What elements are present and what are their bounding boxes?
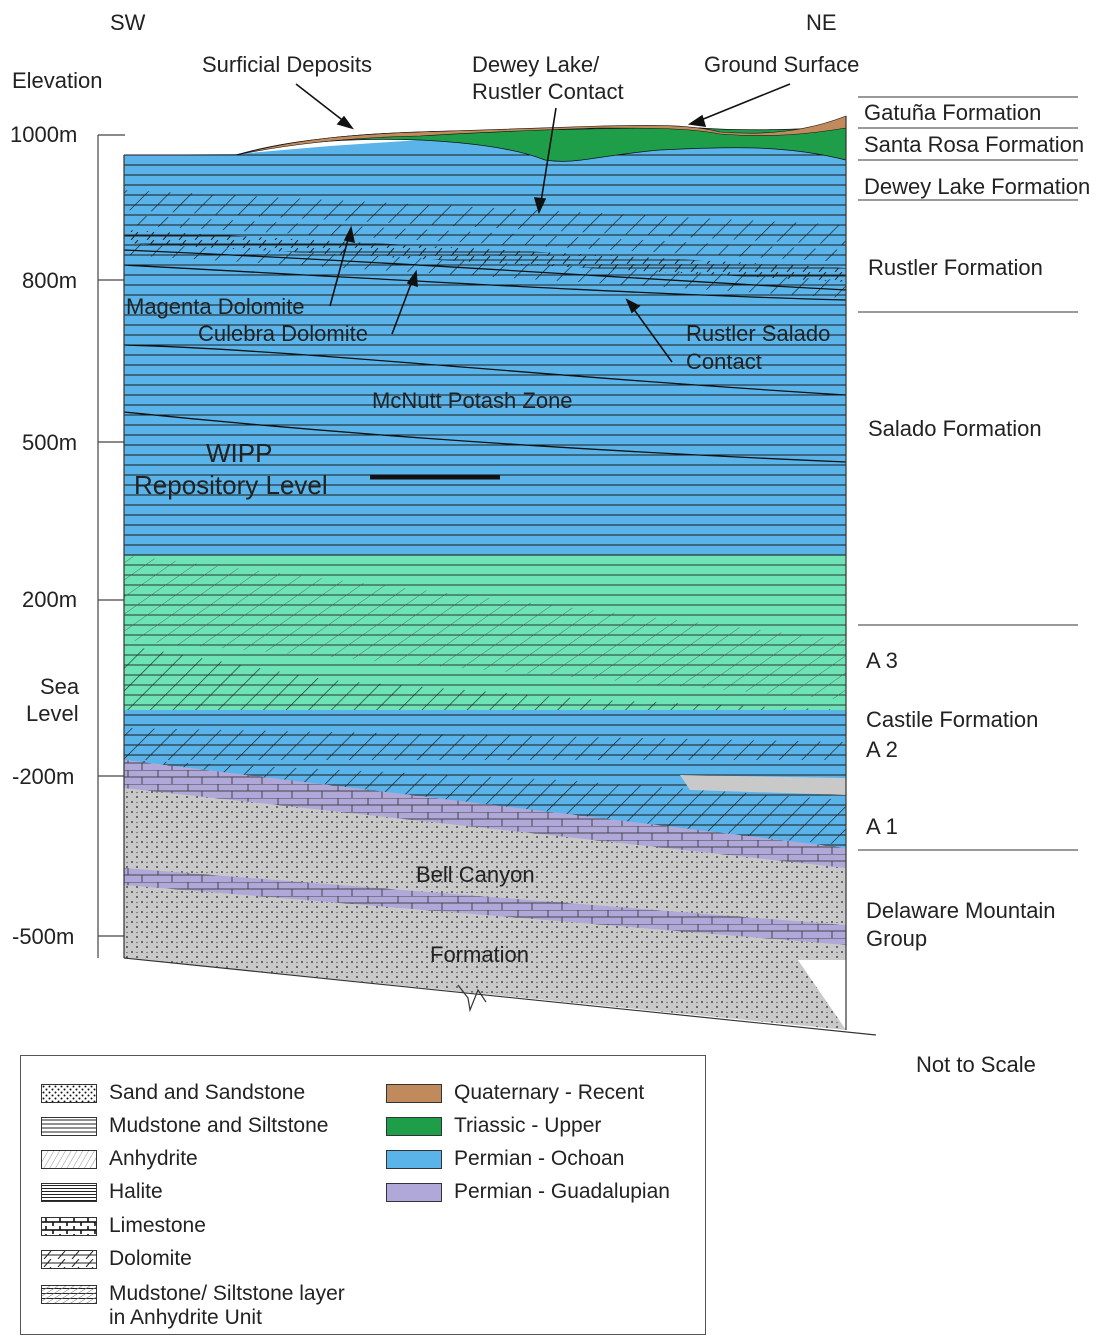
salado-formation-label: Salado Formation	[868, 416, 1042, 441]
dewey-lake-formation-label: Dewey Lake Formation	[864, 174, 1090, 199]
legend-label: Sand and Sandstone	[109, 1081, 306, 1104]
a2-label: A 2	[866, 737, 898, 762]
legend-label: Quaternary - Recent	[454, 1081, 645, 1104]
surficial-deposits-label: Surficial Deposits	[202, 52, 372, 77]
legend-label: Permian - Guadalupian	[454, 1180, 670, 1203]
legend-mudstone-in-anhydrite: Mudstone/ Siltstone layer in Anhydrite U…	[41, 1282, 345, 1332]
tick-200m: 200m	[22, 587, 77, 612]
rustler-salado-label-2: Contact	[686, 349, 762, 374]
legend-sand: Sand and Sandstone	[41, 1080, 305, 1106]
castile-block	[124, 554, 846, 712]
legend-mudstone: Mudstone and Siltstone	[41, 1113, 328, 1139]
lower-ochoan-block	[124, 710, 846, 850]
guadalupian-block	[123, 760, 877, 1036]
culebra-dolomite-label: Culebra Dolomite	[198, 321, 368, 346]
legend: Sand and Sandstone Mudstone and Siltston…	[20, 1055, 706, 1335]
ne-direction-label: NE	[806, 10, 837, 35]
legend-label-block: Mudstone/ Siltstone layer in Anhydrite U…	[109, 1282, 345, 1330]
legend-label: Permian - Ochoan	[454, 1147, 625, 1170]
magenta-dolomite-label: Magenta Dolomite	[126, 294, 305, 319]
legend-halite: Halite	[41, 1179, 163, 1205]
dewey-rustler-label-1: Dewey Lake/	[472, 52, 600, 77]
halite-swatch	[41, 1182, 97, 1202]
legend-label: Mudstone/ Siltstone layer	[109, 1282, 345, 1305]
legend-label: Triassic - Upper	[454, 1114, 602, 1137]
formation-dividers	[858, 96, 1078, 851]
gatuna-formation-label: Gatuña Formation	[864, 100, 1041, 125]
rustler-salado-label-1: Rustler Salado	[686, 321, 830, 346]
tick-800m: 800m	[22, 268, 77, 293]
dolomite-swatch	[41, 1249, 97, 1269]
bell-canyon-label: Bell Canyon	[416, 862, 535, 887]
elevation-axis	[97, 134, 125, 958]
legend-label: Limestone	[109, 1214, 206, 1237]
rustler-formation-label: Rustler Formation	[868, 255, 1043, 280]
legend-label-line2: in Anhydrite Unit	[109, 1306, 262, 1329]
formation-label: Formation	[430, 942, 529, 967]
castile-formation-label: Castile Formation	[866, 707, 1038, 732]
legend-ochoan: Permian - Ochoan	[386, 1146, 624, 1172]
tick-minus-500m: -500m	[12, 924, 74, 949]
sand-swatch	[41, 1083, 97, 1103]
guadalupian-swatch	[386, 1182, 442, 1202]
a3-label: A 3	[866, 648, 898, 673]
limestone-swatch	[41, 1216, 97, 1236]
legend-anhydrite: Anhydrite	[41, 1146, 198, 1172]
not-to-scale-note: Not to Scale	[916, 1052, 1036, 1077]
legend-dolomite: Dolomite	[41, 1246, 192, 1272]
mcnutt-label: McNutt Potash Zone	[372, 388, 573, 413]
tick-1000m: 1000m	[10, 122, 77, 147]
legend-triassic: Triassic - Upper	[386, 1113, 601, 1139]
sea-level-label-1: Sea	[40, 674, 80, 699]
ochoan-swatch	[386, 1149, 442, 1169]
wipp-label-2: Repository Level	[134, 470, 328, 500]
legend-label: Anhydrite	[109, 1147, 198, 1170]
anhydrite-swatch	[41, 1149, 97, 1169]
delaware-mountain-label-1: Delaware Mountain	[866, 898, 1056, 923]
legend-label: Halite	[109, 1180, 163, 1203]
triassic-swatch	[386, 1116, 442, 1136]
dewey-rustler-label-2: Rustler Contact	[472, 79, 624, 104]
callout-arrows	[295, 83, 791, 363]
a1-label: A 1	[866, 814, 898, 839]
wipp-label-1: WIPP	[206, 438, 272, 468]
elevation-axis-title: Elevation	[12, 68, 103, 93]
quaternary-swatch	[386, 1083, 442, 1103]
sea-level-label-2: Level	[26, 701, 79, 726]
tick-minus-200m: -200m	[12, 764, 74, 789]
legend-label: Mudstone and Siltstone	[109, 1114, 329, 1137]
legend-limestone: Limestone	[41, 1213, 206, 1239]
mudstone-swatch	[41, 1116, 97, 1136]
delaware-mountain-label-2: Group	[866, 926, 927, 951]
santa-rosa-formation-label: Santa Rosa Formation	[864, 132, 1084, 157]
ground-surface-label: Ground Surface	[704, 52, 859, 77]
sw-direction-label: SW	[110, 10, 146, 35]
tick-500m: 500m	[22, 430, 77, 455]
legend-quaternary: Quaternary - Recent	[386, 1080, 644, 1106]
ochoan-block	[123, 140, 847, 555]
legend-label: Dolomite	[109, 1247, 192, 1270]
mudstone-anhydrite-swatch	[41, 1285, 97, 1304]
legend-guadalupian: Permian - Guadalupian	[386, 1179, 670, 1205]
